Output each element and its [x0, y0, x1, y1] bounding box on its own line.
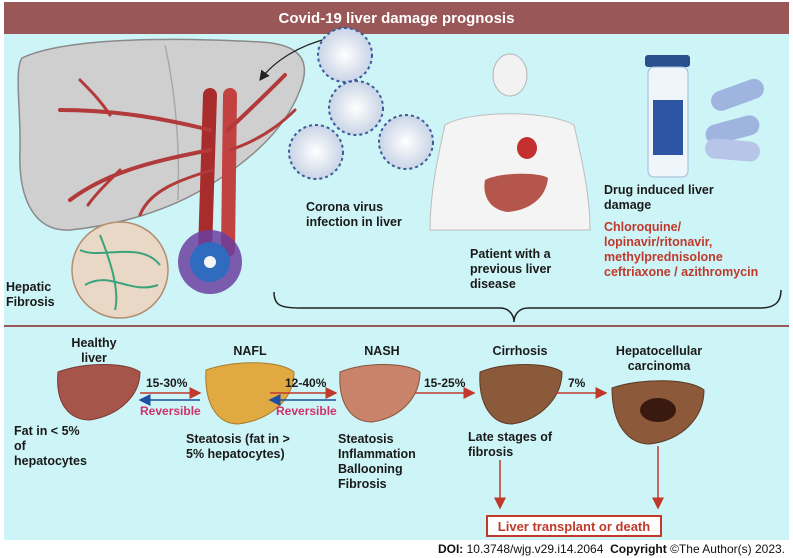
pct-nafl-nash: 12-40%: [285, 376, 327, 390]
outcome-box: Liver transplant or death: [486, 515, 662, 537]
pct-healthy-nafl: 15-30%: [146, 376, 188, 390]
hepatic-fibrosis-label: Hepatic Fibrosis: [6, 280, 55, 309]
stage-desc-cirrhosis: Late stages of fibrosis: [468, 430, 553, 459]
cirrhosis-liver-icon: [479, 364, 563, 425]
reversible-nafl-nash: Reversible: [276, 404, 337, 418]
large-liver-icon: [17, 38, 306, 231]
stage-name-cirrhosis: Cirrhosis: [492, 344, 548, 358]
nash-liver-icon: [339, 364, 421, 423]
capsule-icon: [705, 78, 764, 162]
carcinoma-liver-icon: [611, 380, 705, 445]
portal-vessel-icon: [58, 73, 297, 257]
pill-bottle-icon: [645, 55, 690, 178]
pct-cirrhosis-carcinoma: 7%: [568, 376, 586, 390]
doi-label: DOI:: [437, 542, 464, 556]
section-divider: [4, 325, 789, 327]
doi-value: 10.3748/wjg.v29.i14.2064: [466, 542, 604, 556]
heart-icon: [517, 137, 537, 159]
drug-list-label: Chloroquine/ lopinavir/ritonavir, methyl…: [604, 220, 759, 279]
copyright-value: ©The Author(s) 2023.: [670, 542, 785, 556]
patient-label: Patient with a previous liver disease: [470, 247, 552, 291]
patient-liver-icon: [484, 173, 548, 212]
copyright-label: Copyright: [610, 542, 667, 556]
infection-arrow: [259, 37, 331, 82]
healthy-liver-icon: [57, 364, 141, 421]
grouping-bracket: [273, 289, 782, 323]
stage-desc-nafl: Steatosis (fat in > 5% hepatocytes): [186, 432, 290, 461]
patient-body-icon: [429, 53, 591, 231]
pct-nash-cirrhosis: 15-25%: [424, 376, 466, 390]
stage-desc-healthy: Fat in < 5% of hepatocytes: [14, 424, 87, 468]
hepatic-tissue-icon: [71, 221, 169, 319]
reversible-healthy-nafl: Reversible: [140, 404, 201, 418]
diagram-title: Covid-19 liver damage prognosis: [4, 2, 789, 34]
corona-label: Corona virus infection in liver: [306, 200, 402, 229]
stage-desc-nash: Steatosis Inflammation Ballooning Fibros…: [338, 432, 416, 491]
coronavirus-icon: [288, 27, 434, 180]
nafl-liver-icon: [205, 362, 295, 425]
stage-name-nafl: NAFL: [233, 344, 267, 358]
drug-title-label: Drug induced liver damage: [604, 183, 714, 212]
hepatic-lobule-icon: [178, 230, 242, 294]
footer: DOI: 10.3748/wjg.v29.i14.2064 Copyright …: [438, 542, 785, 556]
stage-name-carcinoma: Hepatocellular carcinoma: [615, 344, 703, 373]
stage-name-nash: NASH: [364, 344, 400, 358]
stage-name-healthy: Healthy liver: [71, 336, 117, 365]
